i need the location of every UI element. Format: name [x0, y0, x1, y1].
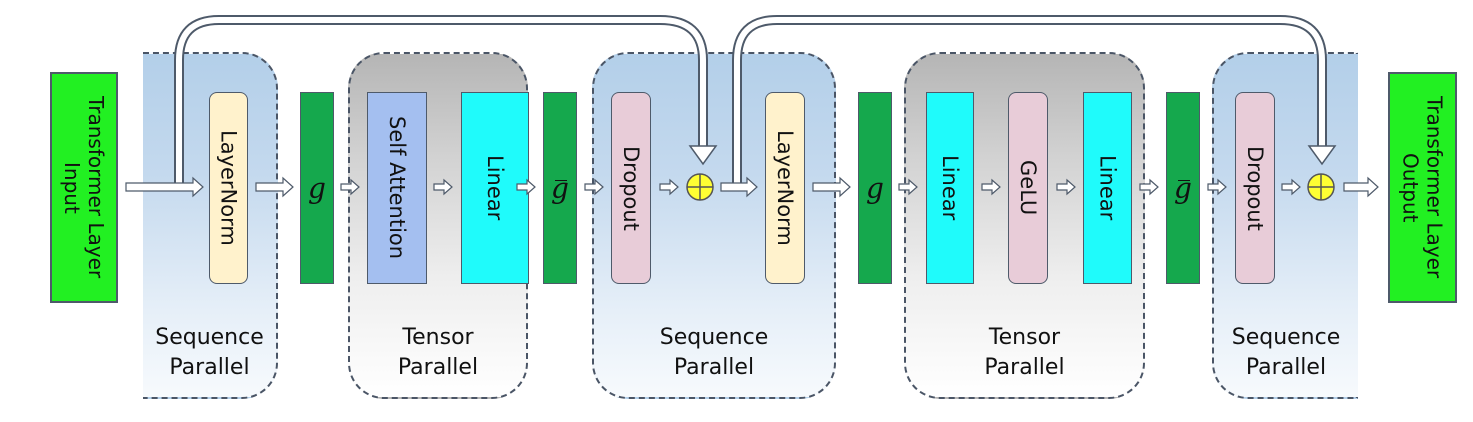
flow-arrow: [1207, 179, 1227, 195]
residual-skip-arrow-1: [174, 15, 718, 183]
flow-arrow: [1343, 176, 1379, 198]
layernorm-block-1: LayerNorm: [209, 92, 248, 284]
g-operator-2: g: [858, 92, 892, 284]
flow-arrow: [340, 179, 360, 195]
flow-arrow: [659, 179, 679, 195]
block-label: Dropout: [619, 145, 643, 231]
block-label: GeLU: [1016, 160, 1040, 216]
block-label: Linear: [483, 155, 507, 221]
residual-add-icon-1: [686, 173, 714, 201]
flow-arrow: [898, 179, 918, 195]
linear-block-3: Linear: [1083, 92, 1132, 284]
flow-arrow: [1281, 179, 1301, 195]
residual-skip-arrow-2: [732, 15, 1337, 183]
g-operator-1: g: [300, 92, 334, 284]
block-label: Dropout: [1243, 145, 1267, 231]
self-attention-block: Self Attention: [367, 92, 427, 284]
arrow-head: [1307, 145, 1337, 166]
block-label: LayerNorm: [216, 130, 241, 246]
flow-arrow: [125, 176, 204, 198]
flow-arrow: [584, 179, 604, 195]
block-label: Linear: [1095, 155, 1120, 221]
flow-arrow: [1056, 179, 1076, 195]
g-bar-symbol: g: [1174, 171, 1192, 205]
g-bar-symbol: g: [551, 171, 569, 205]
flow-arrow: [255, 176, 294, 198]
layernorm-block-2: LayerNorm: [765, 92, 805, 284]
flow-arrow: [812, 176, 851, 198]
g-bar-operator-1: g: [543, 92, 577, 284]
flow-arrow: [981, 179, 1001, 195]
block-label: Self Attention: [385, 116, 409, 260]
arrow-head: [688, 145, 718, 166]
flow-arrow: [516, 179, 536, 195]
g-bar-operator-2: g: [1166, 92, 1200, 284]
flow-arrow: [1139, 179, 1159, 195]
dropout-block-2: Dropout: [1235, 92, 1275, 284]
residual-add-icon-2: [1307, 173, 1335, 201]
gelu-block: GeLU: [1008, 92, 1048, 284]
block-label: LayerNorm: [773, 130, 797, 246]
linear-block-2: Linear: [926, 92, 974, 284]
dropout-block-1: Dropout: [611, 92, 651, 284]
g-symbol: g: [308, 171, 326, 205]
flow-arrow: [433, 179, 453, 195]
block-label: Linear: [938, 155, 962, 221]
flow-arrow: [720, 176, 758, 198]
g-symbol: g: [866, 171, 884, 205]
